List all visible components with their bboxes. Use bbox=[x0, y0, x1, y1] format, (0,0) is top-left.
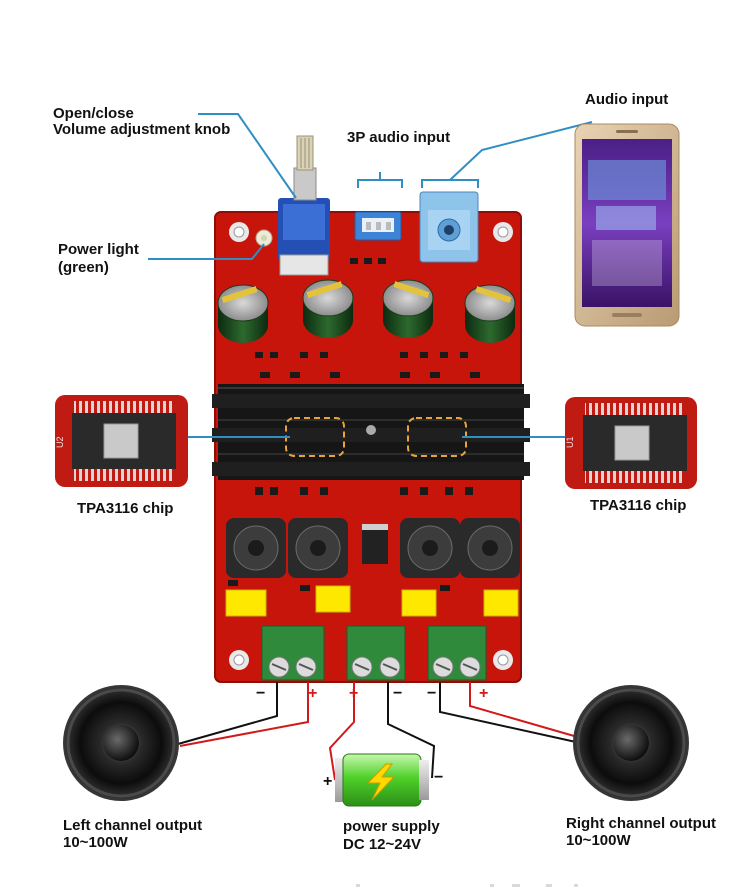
smartphone-icon bbox=[574, 123, 680, 327]
smd-components bbox=[228, 258, 480, 591]
diode-icon bbox=[362, 524, 388, 564]
svg-text:U1: U1 bbox=[565, 436, 575, 448]
left-minus-sign: − bbox=[256, 685, 266, 702]
callout-jack-bracket bbox=[421, 179, 479, 188]
callout-lines bbox=[148, 113, 593, 438]
ic-chip-icon bbox=[103, 423, 139, 459]
capacitor-icon bbox=[217, 279, 516, 343]
callout-knob bbox=[198, 113, 297, 199]
wires bbox=[177, 682, 589, 781]
pcb-board bbox=[212, 135, 530, 683]
terminal-block-icon bbox=[261, 625, 487, 681]
center-plus-sign: + bbox=[349, 685, 359, 702]
callout-3p-bracket bbox=[357, 179, 403, 188]
right-output-label-line2: 10~100W bbox=[566, 832, 631, 849]
battery-icon bbox=[335, 753, 429, 807]
callout-audio-input bbox=[449, 121, 593, 181]
battery-plus-sign: + bbox=[323, 773, 333, 790]
chip-closeup-left: U2 bbox=[55, 395, 188, 487]
mounting-hole-icon bbox=[229, 222, 513, 670]
bottom-marks bbox=[356, 884, 578, 887]
inductor-icon bbox=[226, 518, 520, 578]
potentiometer-icon bbox=[278, 135, 330, 276]
power-light-label-line1: Power light bbox=[58, 241, 139, 258]
callout-power-light bbox=[148, 243, 265, 260]
battery-minus-sign: − bbox=[434, 769, 444, 786]
left-plus-sign: + bbox=[308, 685, 318, 702]
knob-label-line1: Open/close bbox=[53, 105, 134, 122]
left-output-label-line2: 10~100W bbox=[63, 834, 128, 851]
heatsink-icon bbox=[212, 384, 530, 480]
speaker-icon bbox=[63, 685, 179, 801]
right-minus-sign: − bbox=[427, 685, 437, 702]
center-minus-sign: − bbox=[393, 685, 403, 702]
chip-left-label: TPA3116 chip bbox=[77, 500, 174, 517]
ic-chip-icon bbox=[614, 425, 650, 461]
audio-input-label: Audio input bbox=[585, 91, 669, 108]
left-output-label-line1: Left channel output bbox=[63, 817, 203, 834]
power-supply-label-line1: power supply bbox=[343, 818, 440, 835]
3p-connector-icon bbox=[354, 211, 402, 241]
right-plus-sign: + bbox=[479, 685, 489, 702]
power-led-icon bbox=[255, 229, 273, 247]
chip-closeup-right: U1 bbox=[565, 397, 697, 489]
audio-3p-label: 3P audio input bbox=[347, 129, 451, 146]
svg-text:U2: U2 bbox=[55, 436, 65, 448]
power-light-label-line2: (green) bbox=[58, 259, 109, 276]
speaker-icon bbox=[573, 685, 689, 801]
chip-right-label: TPA3116 chip bbox=[590, 497, 687, 514]
knob-label-line2: Volume adjustment knob bbox=[53, 121, 231, 138]
film-capacitor-icon bbox=[225, 585, 519, 617]
audio-jack-icon bbox=[419, 191, 479, 263]
right-output-label-line1: Right channel output bbox=[566, 815, 716, 832]
power-supply-label-line2: DC 12~24V bbox=[343, 836, 421, 853]
